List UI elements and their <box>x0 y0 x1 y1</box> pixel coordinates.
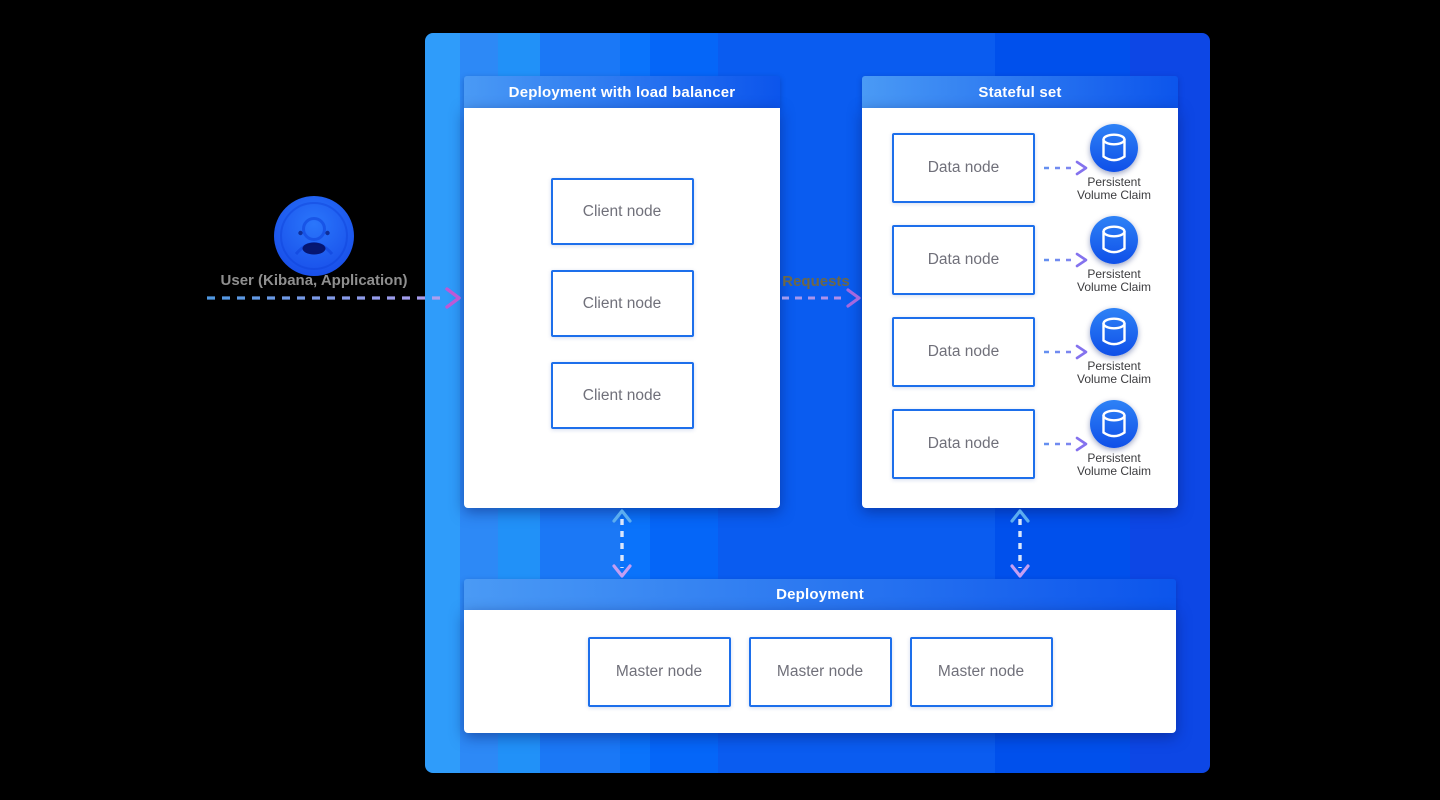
database-icon <box>1102 225 1126 254</box>
load-balancer-panel-body: Client node Client node Client node <box>464 108 780 508</box>
master-node-box: Master node <box>748 637 892 707</box>
persistent-volume-claim-icon <box>1090 216 1138 264</box>
data-node-box: Data node <box>892 133 1035 203</box>
load-balancer-panel-header: Deployment with load balancer <box>464 76 780 108</box>
persistent-volume-claim-icon <box>1090 124 1138 172</box>
persistent-volume-claim-label: Persistent Volume Claim <box>1034 268 1194 294</box>
requests-label: Requests <box>782 273 850 290</box>
stateful-set-row: Data node Persistent Volume Claim <box>862 308 1178 387</box>
master-node-box: Master node <box>909 637 1053 707</box>
pvc-label-line2: Volume Claim <box>1076 188 1152 202</box>
stateful-set-row: Data node Persistent Volume Claim <box>862 124 1178 203</box>
stateful-set-panel-body: Data node Persistent Volume Claim Data n… <box>862 108 1178 508</box>
persistent-volume-claim-label: Persistent Volume Claim <box>1034 360 1194 386</box>
pvc-label-line2: Volume Claim <box>1076 280 1152 294</box>
pvc-label-line2: Volume Claim <box>1076 464 1152 478</box>
pvc-label-line1: Persistent <box>1087 267 1141 281</box>
deployment-panel-body: Master node Master node Master node <box>464 610 1176 733</box>
deployment-panel-header: Deployment <box>464 579 1176 610</box>
user-label: User (Kibana, Application) <box>220 272 408 289</box>
persistent-volume-claim-icon <box>1090 308 1138 356</box>
pvc-label-line1: Persistent <box>1087 175 1141 189</box>
pvc-label-line1: Persistent <box>1087 451 1141 465</box>
persistent-volume-claim-label: Persistent Volume Claim <box>1034 176 1194 202</box>
client-node-box: Client node <box>550 178 694 245</box>
master-node-box: Master node <box>587 637 731 707</box>
pvc-label-line2: Volume Claim <box>1076 372 1152 386</box>
client-node-box: Client node <box>550 362 694 429</box>
client-node-box: Client node <box>550 270 694 337</box>
data-node-box: Data node <box>892 225 1035 295</box>
persistent-volume-claim-icon <box>1090 400 1138 448</box>
stateful-set-row: Data node Persistent Volume Claim <box>862 400 1178 479</box>
pvc-label-line1: Persistent <box>1087 359 1141 373</box>
stateful-set-panel-header: Stateful set <box>862 76 1178 108</box>
persistent-volume-claim-label: Persistent Volume Claim <box>1034 452 1194 478</box>
data-node-box: Data node <box>892 317 1035 387</box>
database-icon <box>1102 133 1126 162</box>
database-icon <box>1102 317 1126 346</box>
stateful-set-row: Data node Persistent Volume Claim <box>862 216 1178 295</box>
data-node-box: Data node <box>892 409 1035 479</box>
database-icon <box>1102 409 1126 438</box>
user-to-load-balancer-arrow <box>207 287 461 309</box>
user-icon <box>274 196 354 276</box>
